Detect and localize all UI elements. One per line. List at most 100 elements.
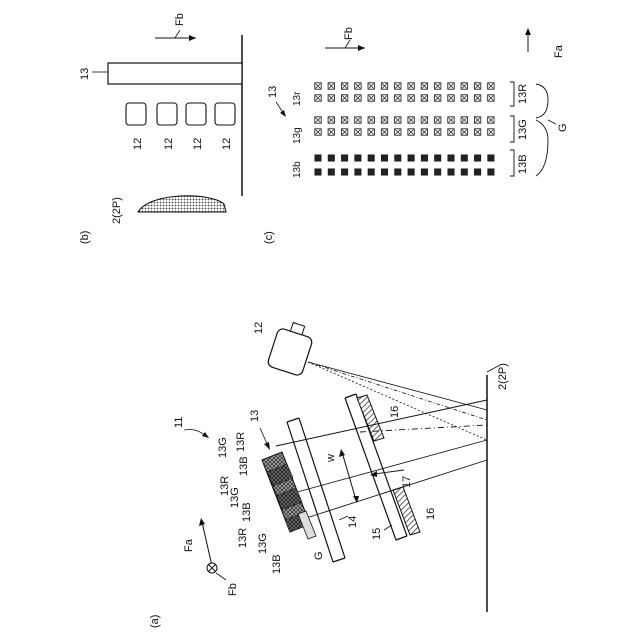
- label-13r-a3: 13R: [237, 528, 249, 548]
- fa-arrow-a: [202, 522, 212, 566]
- nozzle-grid: [315, 83, 494, 175]
- label-13b-a3: 13B: [271, 554, 283, 574]
- label-13-c: 13: [267, 86, 279, 98]
- bracket-g-1: [536, 84, 548, 118]
- camera-view-lines: [308, 362, 487, 440]
- nozzle-13b: [474, 155, 480, 161]
- label-13b-small: 13b: [292, 161, 303, 178]
- label-17: 17: [401, 476, 413, 488]
- bracket-13r: [510, 82, 514, 106]
- leader-fb-a: [216, 573, 226, 580]
- nozzle-13b: [474, 169, 480, 175]
- head-13-b: [108, 63, 242, 84]
- width-arrow: [342, 452, 356, 500]
- nozzle-13b: [408, 155, 414, 161]
- label-13g-small: 13g: [292, 127, 303, 144]
- beam-17-arrow: [374, 470, 404, 474]
- label-12-b-3: 12: [192, 138, 204, 150]
- camera-12-b-1: [126, 103, 146, 125]
- nozzle-13b: [435, 155, 441, 161]
- panel-c-label: (c): [263, 231, 275, 244]
- substrate-blob-b: [138, 196, 226, 212]
- label-w: w: [325, 454, 337, 463]
- nozzle-13b: [408, 169, 414, 175]
- nozzle-13b: [448, 169, 454, 175]
- label-13r-a1: 13R: [235, 432, 247, 452]
- label-fb-b: Fb: [174, 13, 186, 26]
- panel-b-label: (b): [79, 231, 91, 244]
- camera-12-b-4: [215, 103, 235, 125]
- panel-a: (a) 2(2P) 12 14 15 16: [149, 319, 509, 628]
- panel-c: (c) Fb Fa 13 13r 13g 13b 13R 13G 13B G: [263, 27, 569, 244]
- nozzle-13b: [368, 155, 374, 161]
- camera-12-a: [267, 319, 316, 377]
- label-13g-a1: 13G: [217, 437, 229, 458]
- nozzle-13b: [461, 155, 467, 161]
- nozzle-13b: [421, 155, 427, 161]
- label-13b-a1: 13B: [238, 456, 250, 476]
- plate-14-b: [299, 418, 345, 558]
- fb-arrowhead-c: [358, 45, 365, 51]
- width-arrowhead-1: [339, 449, 345, 457]
- nozzle-13b: [435, 169, 441, 175]
- label-fa-a: Fa: [183, 538, 195, 552]
- label-2p-a: 2(2P): [497, 363, 509, 390]
- nozzle-13b: [355, 155, 361, 161]
- label-12-b-1: 12: [132, 138, 144, 150]
- panel-b: (b) 13 Fb 12 12 12 12 2(2P): [79, 13, 242, 244]
- label-g-a: G: [313, 551, 325, 560]
- label-14: 14: [347, 516, 359, 528]
- nozzle-13b: [381, 169, 387, 175]
- label-16-top: 16: [389, 406, 401, 418]
- leader-13-c-head: [280, 110, 286, 117]
- label-13-a: 13: [249, 410, 261, 422]
- label-fb-a: Fb: [227, 583, 239, 596]
- leader-g-c: [548, 120, 556, 124]
- label-12-a: 12: [253, 322, 265, 334]
- label-fa-c: Fa: [553, 44, 565, 58]
- fa-arrowhead-c: [525, 28, 531, 35]
- label-11: 11: [173, 417, 185, 428]
- leader-11-head: [202, 432, 209, 438]
- fa-arrowhead-a: [199, 518, 205, 526]
- mask-16-bot: [393, 487, 420, 535]
- fb-leader-c: [345, 40, 350, 48]
- nozzle-13b: [395, 155, 401, 161]
- label-13r-small: 13r: [292, 91, 303, 106]
- label-12-b-4: 12: [221, 138, 233, 150]
- label-fb-c: Fb: [343, 27, 355, 40]
- nozzle-13b: [421, 169, 427, 175]
- nozzle-13b: [315, 155, 321, 161]
- nozzle-13b: [488, 169, 494, 175]
- leader-11: [184, 429, 206, 436]
- label-13-b: 13: [79, 68, 91, 80]
- plate-15-cap-bot: [396, 536, 407, 540]
- nozzle-13b: [488, 155, 494, 161]
- fb-leader-b: [175, 30, 180, 38]
- label-13g-a2: 13G: [229, 487, 241, 508]
- nozzle-13b: [355, 169, 361, 175]
- beam-lines: [276, 400, 487, 520]
- label-13g-c: 13G: [517, 119, 529, 140]
- nozzle-13b: [328, 155, 334, 161]
- nozzle-13b: [448, 155, 454, 161]
- camera-12-b-2: [157, 103, 177, 125]
- plate-14-cap-top: [287, 418, 299, 422]
- label-13b-c: 13B: [517, 154, 529, 174]
- label-12-b-2: 12: [163, 138, 175, 150]
- label-13b-a2: 13B: [241, 502, 253, 522]
- leader-15: [384, 525, 392, 530]
- camera-12-b-3: [186, 103, 206, 125]
- nozzle-13b: [368, 169, 374, 175]
- plate-14-cap-bot: [333, 558, 345, 562]
- nozzle-13b: [328, 169, 334, 175]
- nozzle-13b: [381, 155, 387, 161]
- label-g-c: G: [557, 123, 569, 132]
- label-16-bot: 16: [425, 508, 437, 520]
- nozzle-13b: [315, 169, 321, 175]
- fb-arrowhead-b: [189, 35, 196, 41]
- bracket-g-2: [536, 120, 548, 176]
- label-13g-a3: 13G: [257, 533, 269, 554]
- bracket-13b: [510, 150, 514, 176]
